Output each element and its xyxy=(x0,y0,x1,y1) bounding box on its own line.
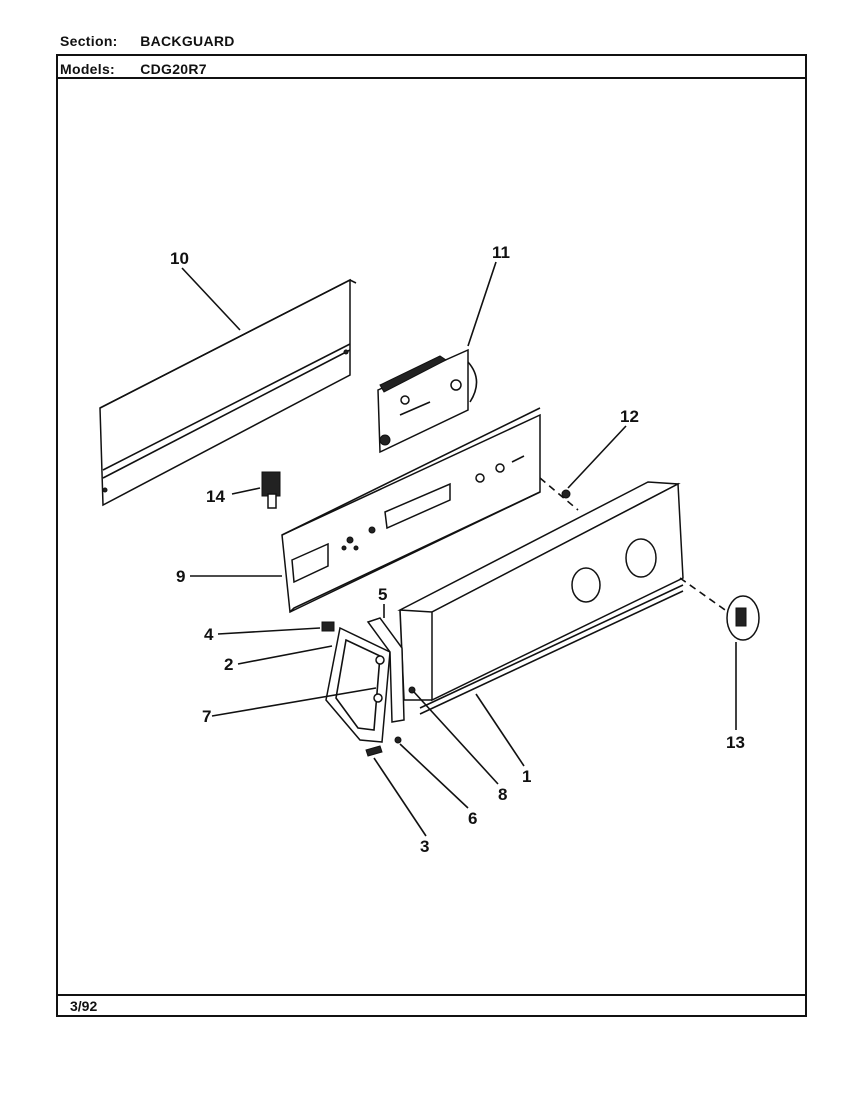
callout-5: 5 xyxy=(378,585,387,604)
lower-clip-part xyxy=(365,745,383,757)
section-value: BACKGUARD xyxy=(140,33,235,49)
control-panel-part xyxy=(281,407,541,614)
callout-13: 13 xyxy=(726,733,745,752)
models-row: Models: CDG20R7 xyxy=(60,61,207,77)
clip-part xyxy=(321,621,335,632)
callout-12: 12 xyxy=(620,407,639,426)
leader-lines xyxy=(181,261,737,837)
callout-6: 6 xyxy=(468,809,477,828)
callout-2: 2 xyxy=(224,655,233,674)
section-label: Section: xyxy=(60,33,118,49)
end-cap-part xyxy=(325,626,391,743)
diagram-frame xyxy=(56,54,807,1017)
frame-header-divider xyxy=(56,77,807,79)
switch-part xyxy=(261,471,281,509)
callout-7: 7 xyxy=(202,707,211,726)
side-screw-part xyxy=(408,686,416,694)
models-label: Models: xyxy=(60,61,115,77)
screw-part xyxy=(561,489,571,499)
callout-4: 4 xyxy=(204,625,214,644)
models-value: CDG20R7 xyxy=(140,61,207,77)
lower-screw-part xyxy=(394,736,402,744)
bracket-part xyxy=(366,617,405,723)
timer-assembly-part xyxy=(377,348,478,454)
console-housing-part xyxy=(397,477,729,715)
revision-date: 3/92 xyxy=(70,998,98,1014)
callout-3: 3 xyxy=(420,837,429,856)
callout-10: 10 xyxy=(170,249,189,268)
callout-1: 1 xyxy=(522,767,531,786)
knob-part xyxy=(726,595,760,641)
callout-9: 9 xyxy=(176,567,185,586)
callout-11: 11 xyxy=(492,243,510,262)
callout-14: 14 xyxy=(206,487,225,506)
footer-divider xyxy=(56,994,807,996)
callout-8: 8 xyxy=(498,785,507,804)
rear-panel-part xyxy=(99,278,357,507)
section-row: Section: BACKGUARD xyxy=(60,33,235,49)
